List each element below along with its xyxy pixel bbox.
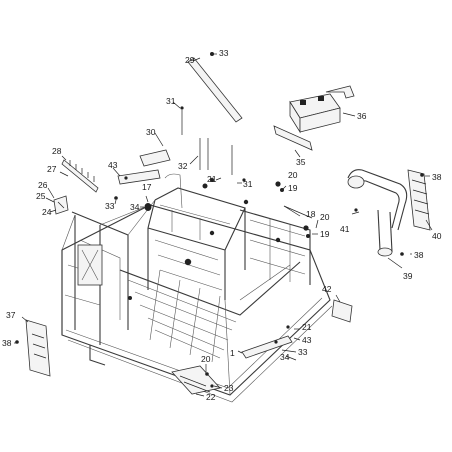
label-40: 40 [432, 231, 442, 241]
label-38-left: 38 [2, 338, 12, 348]
label-27: 27 [47, 164, 57, 174]
label-21-top: 21 [207, 174, 217, 184]
label-34-lower: 34 [280, 352, 290, 362]
label-43-lower: 43 [302, 335, 312, 345]
label-39: 39 [403, 271, 413, 281]
part-39-tube [347, 169, 408, 257]
label-19-upper: 19 [288, 183, 298, 193]
part-24-26-bracket [53, 195, 69, 215]
part-42-bracket [331, 299, 353, 323]
label-30: 30 [146, 127, 156, 137]
part-37-panel [15, 319, 51, 377]
label-37: 37 [6, 310, 16, 320]
label-25: 25 [36, 191, 46, 201]
part-34-upper-rail [114, 169, 161, 200]
label-23: 23 [224, 383, 234, 393]
label-38-right: 38 [432, 172, 442, 182]
part-22-bracket [171, 365, 221, 395]
label-17: 17 [142, 182, 152, 192]
label-24: 24 [42, 207, 52, 217]
label-1: 1 [230, 348, 235, 358]
label-42: 42 [322, 284, 332, 294]
part-27-28-strip [61, 159, 99, 193]
label-35: 35 [296, 157, 306, 167]
label-29: 29 [185, 55, 195, 65]
label-20-mid: 20 [320, 212, 330, 222]
label-36: 36 [357, 111, 367, 121]
leader-lines [14, 53, 433, 397]
label-20-upper: 20 [288, 170, 298, 180]
label-18: 18 [306, 209, 316, 219]
label-21-lower: 21 [302, 322, 312, 332]
label-33-lower: 33 [298, 347, 308, 357]
label-41: 41 [340, 224, 350, 234]
label-31-top: 31 [166, 96, 176, 106]
label-34-upper: 34 [130, 202, 140, 212]
part-29-rail [187, 52, 243, 123]
main-frame [61, 173, 333, 403]
label-33-top: 33 [219, 48, 229, 58]
label-43-upper: 43 [108, 160, 118, 170]
label-32: 32 [178, 161, 188, 171]
label-22: 22 [206, 392, 216, 402]
part-35-bracket [273, 125, 313, 151]
label-26: 26 [38, 180, 48, 190]
label-19-mid: 19 [320, 229, 330, 239]
part-31-32-rods [180, 106, 233, 175]
callout-labels: 33 29 31 30 32 21 31 36 35 20 19 18 20 1… [2, 48, 442, 402]
label-38-lower-right: 38 [414, 250, 424, 260]
part-40-panel [407, 169, 431, 231]
label-28: 28 [52, 146, 62, 156]
part-17-bushing [144, 203, 152, 211]
label-33-left: 33 [105, 201, 115, 211]
part-30-plate [139, 149, 171, 167]
label-20-lower: 20 [201, 354, 211, 364]
label-31-right: 31 [243, 179, 253, 189]
part-34-lower-rail [241, 325, 293, 359]
part-36-battery [289, 85, 355, 134]
